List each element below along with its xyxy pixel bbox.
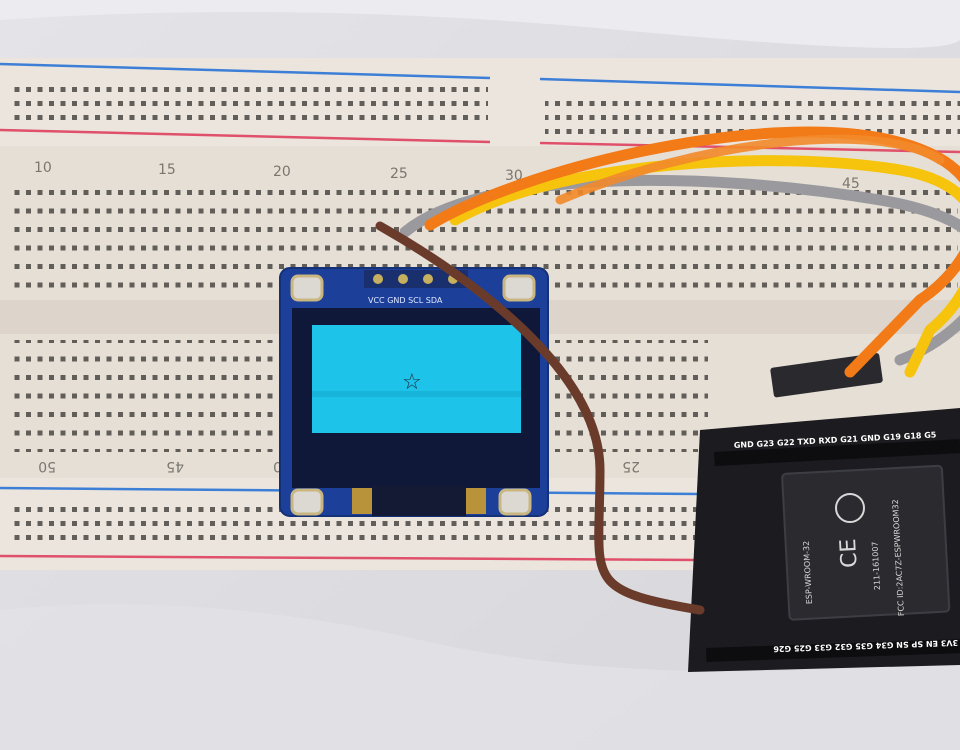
header-pin-labels: VCC GND SCL SDA [368,296,443,305]
column-label: 20 [273,164,291,180]
column-label: 25 [390,166,408,182]
header-pin [423,274,433,284]
column-label: 15 [158,162,176,178]
column-label: 0 [273,458,282,474]
flex-ribbon-gold [352,488,372,514]
column-label: 45 [842,176,860,192]
esp32-header-bottom [705,639,960,662]
oled-screen-band [312,391,521,397]
flex-ribbon [372,486,466,516]
mounting-hole [290,274,324,302]
espressif-logo [835,493,865,523]
header-pin [373,274,383,284]
rail-line-red [0,554,701,562]
top-rail-holes [545,92,960,136]
rail-line-blue [539,77,960,94]
mounting-hole [502,274,536,302]
wire-brown [375,221,705,615]
column-label: 10 [34,160,52,176]
cloth-fold [0,0,960,48]
module-name: ESP-WROOM-32 [802,541,814,605]
oled-module: VCC GND SCL SDA ☆ [279,267,549,517]
column-label: 50 [38,458,56,474]
flex-ribbon-gold [466,488,486,514]
pin-header [364,270,468,288]
esp32-board: GND G23 G22 TXD RXD G21 GND G19 G18 G5 E… [688,408,960,672]
header-pin [398,274,408,284]
module-id: 211-161007 [870,541,882,590]
esp32-header-top [714,439,960,466]
esp32-wroom-module [781,464,951,621]
ce-mark: CE [836,538,862,569]
rail-line-red [0,128,491,144]
wire-yellow [449,155,960,378]
column-label: 45 [166,458,184,474]
cloth-fold [0,604,960,750]
star-glyph: ☆ [402,370,422,395]
mounting-hole [290,488,324,516]
oled-screen [312,325,521,433]
mounting-hole [498,488,532,516]
top-rail-holes [8,82,488,124]
rail-line-blue [0,62,491,80]
column-label: 25 [622,458,640,474]
wire-orange-upper [555,134,945,205]
jumper-wires [375,126,960,615]
